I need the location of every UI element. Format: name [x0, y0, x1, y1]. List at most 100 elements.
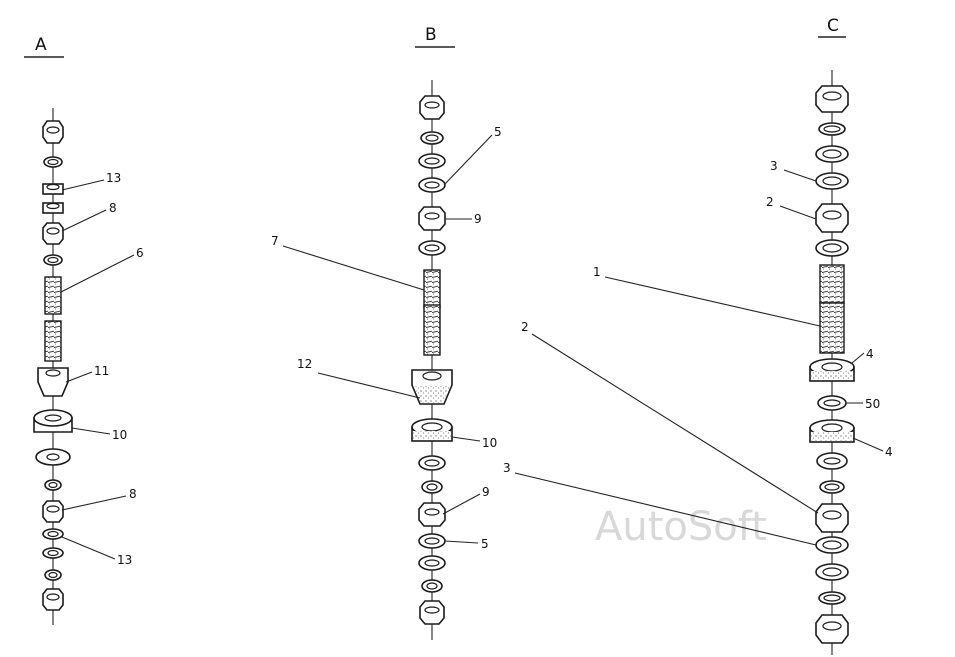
leader-line [61, 536, 116, 560]
column-label-a: A [35, 35, 47, 55]
callout-4: 4 [885, 445, 893, 459]
washer [815, 239, 849, 257]
callout-13: 13 [117, 553, 132, 567]
washer [42, 183, 64, 195]
callout-8: 8 [129, 487, 137, 501]
watermark-text: AutoSoft [595, 504, 767, 550]
column-label-c: C [827, 16, 839, 36]
leader-line [852, 437, 884, 452]
lock-washer [819, 480, 845, 494]
column-label-b: B [425, 25, 437, 45]
lock-washer [818, 122, 846, 136]
hex-nut [419, 600, 445, 625]
leader-line [71, 427, 111, 435]
lock-washer [420, 131, 444, 145]
leader-line [442, 493, 481, 515]
leader-line [282, 245, 425, 291]
washer [816, 452, 848, 470]
lock-washer [818, 591, 846, 605]
rubber-bushing [37, 367, 69, 397]
leader-line [61, 179, 105, 191]
washer [418, 240, 446, 256]
lock-washer [43, 156, 63, 168]
callout-5: 5 [481, 537, 489, 551]
threaded-stud [423, 269, 441, 356]
leader-line [443, 134, 493, 186]
leader-line [451, 436, 481, 442]
hex-nut [419, 95, 445, 120]
hex-nut [815, 85, 849, 113]
leader-line [65, 371, 93, 383]
callout-11: 11 [94, 364, 109, 378]
hex-nut [418, 502, 446, 527]
callout-2: 2 [521, 320, 529, 334]
hex-nut [815, 203, 849, 233]
hex-nut [42, 120, 64, 144]
washer [35, 448, 71, 466]
callout-2: 2 [766, 195, 774, 209]
leader-line [60, 254, 135, 293]
washer [42, 547, 64, 559]
washer [418, 533, 446, 549]
washer [815, 145, 849, 163]
callout-10: 10 [482, 436, 497, 450]
washer [418, 555, 446, 571]
washer [815, 536, 849, 554]
rubber-cushion [809, 419, 855, 443]
leader-line [514, 472, 817, 546]
callout-1: 1 [593, 265, 601, 279]
leader-line [783, 169, 817, 182]
washer [418, 455, 446, 471]
callout-7: 7 [271, 234, 279, 248]
threaded-stud [44, 276, 62, 362]
callout-6: 6 [136, 246, 144, 260]
rubber-cushion [33, 409, 73, 433]
leader-line [851, 352, 865, 364]
leader-line [531, 333, 819, 514]
hex-nut [42, 500, 64, 523]
leader-line [61, 495, 127, 511]
lock-washer [421, 579, 443, 593]
column-b: B [271, 25, 502, 640]
callout-13: 13 [106, 171, 121, 185]
hex-nut [815, 503, 849, 533]
hex-nut [42, 588, 64, 611]
leader-line [779, 205, 817, 220]
lock-washer [44, 569, 62, 581]
hex-nut [42, 222, 64, 245]
lock-washer [421, 480, 443, 494]
lock-washer [44, 479, 62, 491]
leader-line [444, 540, 479, 544]
callout-3: 3 [503, 461, 511, 475]
spacer [817, 395, 847, 411]
callout-10: 10 [112, 428, 127, 442]
washer [418, 153, 446, 169]
column-c: C [503, 16, 893, 655]
washer [42, 202, 64, 214]
callout-3: 3 [770, 159, 778, 173]
washer [418, 177, 446, 193]
callout-5: 5 [494, 125, 502, 139]
leader-line [61, 209, 107, 232]
leader-line [604, 276, 821, 327]
callout-8: 8 [109, 201, 117, 215]
rubber-cushion [809, 358, 855, 382]
leader-line [317, 372, 421, 399]
callout-9: 9 [474, 212, 482, 226]
rubber-bushing [411, 369, 453, 405]
hex-nut [815, 614, 849, 644]
callout-4: 4 [866, 347, 874, 361]
callout-50: 50 [865, 397, 880, 411]
washer [815, 563, 849, 581]
callout-9: 9 [482, 485, 490, 499]
washer [42, 528, 64, 540]
column-a: A [24, 35, 144, 625]
rubber-cushion [411, 418, 453, 442]
callout-12: 12 [297, 357, 312, 371]
lock-washer [43, 254, 63, 266]
washer [815, 172, 849, 190]
threaded-stud [819, 264, 845, 354]
hex-nut [418, 206, 446, 231]
